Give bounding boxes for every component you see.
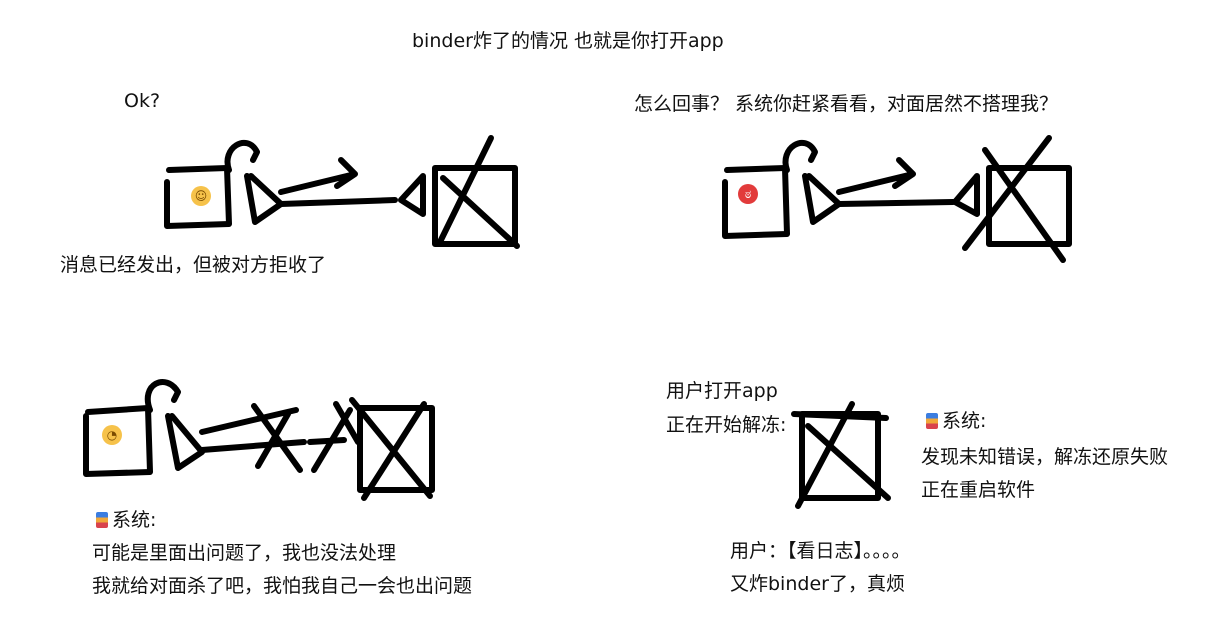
panel4-sketch (791, 401, 891, 509)
panel4-sys-line2: 正在重启软件 (921, 479, 1036, 501)
panel4-sys-line1: 发现未知错误，解冻还原失败 (921, 446, 1169, 468)
panel4-user-line2: 正在开始解冻: (666, 414, 787, 436)
panel4-user-line1: 用户打开app (666, 380, 778, 402)
panel4-bottom-line2: 又炸binder了，真烦 (730, 573, 905, 595)
panel1-sketch (164, 135, 520, 249)
panel4-system-label: 系统: (926, 410, 986, 433)
phone-app-icon (96, 512, 108, 528)
phone-app-icon (926, 413, 938, 429)
eye-roll-face-icon: ◔ (102, 425, 122, 445)
panel3-system-label: 系统: (96, 509, 156, 532)
grinning-face-icon: ☺ (191, 186, 211, 206)
panel2-caption-top: 怎么回事？ 系统你赶紧看看，对面居然不搭理我？ (634, 93, 1059, 115)
panel4-bottom-line1: 用户：【看日志】。。。。 (730, 540, 911, 562)
panel4-system-text: 系统: (942, 410, 987, 432)
panel1-caption-bottom: 消息已经发出，但被对方拒收了 (60, 254, 327, 276)
panel3-sketch (83, 379, 435, 501)
panel2-sketch (722, 135, 1072, 263)
panel3-line1: 可能是里面出问题了，我也没法处理 (92, 542, 397, 564)
panel3-system-text: 系统: (112, 509, 157, 531)
panel1-caption-top: Ok? (124, 90, 161, 112)
page-title: binder炸了的情况 也就是你打开app (412, 30, 724, 52)
panel3-line2: 我就给对面杀了吧，我怕我自己一会也出问题 (92, 575, 473, 597)
angry-face-icon: ಠ (738, 184, 758, 204)
